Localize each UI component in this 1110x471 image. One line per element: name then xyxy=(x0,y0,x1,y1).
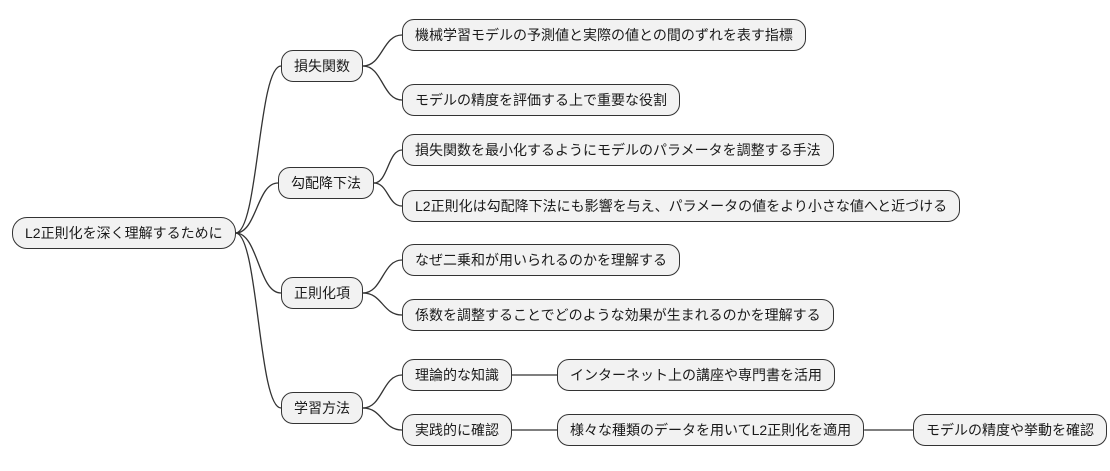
leaf-node-gradient-l2-effect: L2正則化は勾配降下法にも影響を与え、パラメータの値をより小さな値へと近づける xyxy=(402,190,961,222)
branch-node-gradient-descent: 勾配降下法 xyxy=(278,167,374,199)
mindmap-root-node: L2正則化を深く理解するために xyxy=(12,217,236,249)
connector-line xyxy=(373,182,403,207)
connector-line xyxy=(362,34,403,67)
connector-line xyxy=(362,292,403,316)
connector-line xyxy=(362,407,403,431)
leaf-node-gradient-definition: 損失関数を最小化するようにモデルのパラメータを調整する手法 xyxy=(402,134,834,166)
connector-line xyxy=(362,65,403,101)
leaf-node-loss-definition: 機械学習モデルの予測値と実際の値との間のずれを表す指標 xyxy=(402,19,806,51)
connector-line xyxy=(373,149,403,184)
connector-line xyxy=(235,65,282,234)
leaf-node-loss-role: モデルの精度を評価する上で重要な役割 xyxy=(402,84,680,116)
leaf-node-check-accuracy-behavior: モデルの精度や挙動を確認 xyxy=(913,414,1107,446)
leaf-node-apply-l2-various-data: 様々な種類のデータを用いてL2正則化を適用 xyxy=(557,414,865,446)
branch-node-regularization-term: 正則化項 xyxy=(281,277,363,309)
sub-node-practical-check: 実践的に確認 xyxy=(402,414,512,446)
connector-line xyxy=(235,232,282,294)
leaf-node-squared-sum: なぜ二乗和が用いられるのかを理解する xyxy=(402,244,680,276)
connector-line xyxy=(362,259,403,294)
branch-node-loss-function: 損失関数 xyxy=(281,50,363,82)
connector-line xyxy=(235,232,282,409)
connector-line xyxy=(235,182,279,234)
branch-node-learning-methods: 学習方法 xyxy=(281,392,363,424)
leaf-node-coefficient-effect: 係数を調整することでどのような効果が生まれるのかを理解する xyxy=(402,299,834,331)
sub-node-theoretical-knowledge: 理論的な知識 xyxy=(402,359,512,391)
leaf-node-online-courses: インターネット上の講座や専門書を活用 xyxy=(557,359,835,391)
connector-line xyxy=(362,374,403,409)
